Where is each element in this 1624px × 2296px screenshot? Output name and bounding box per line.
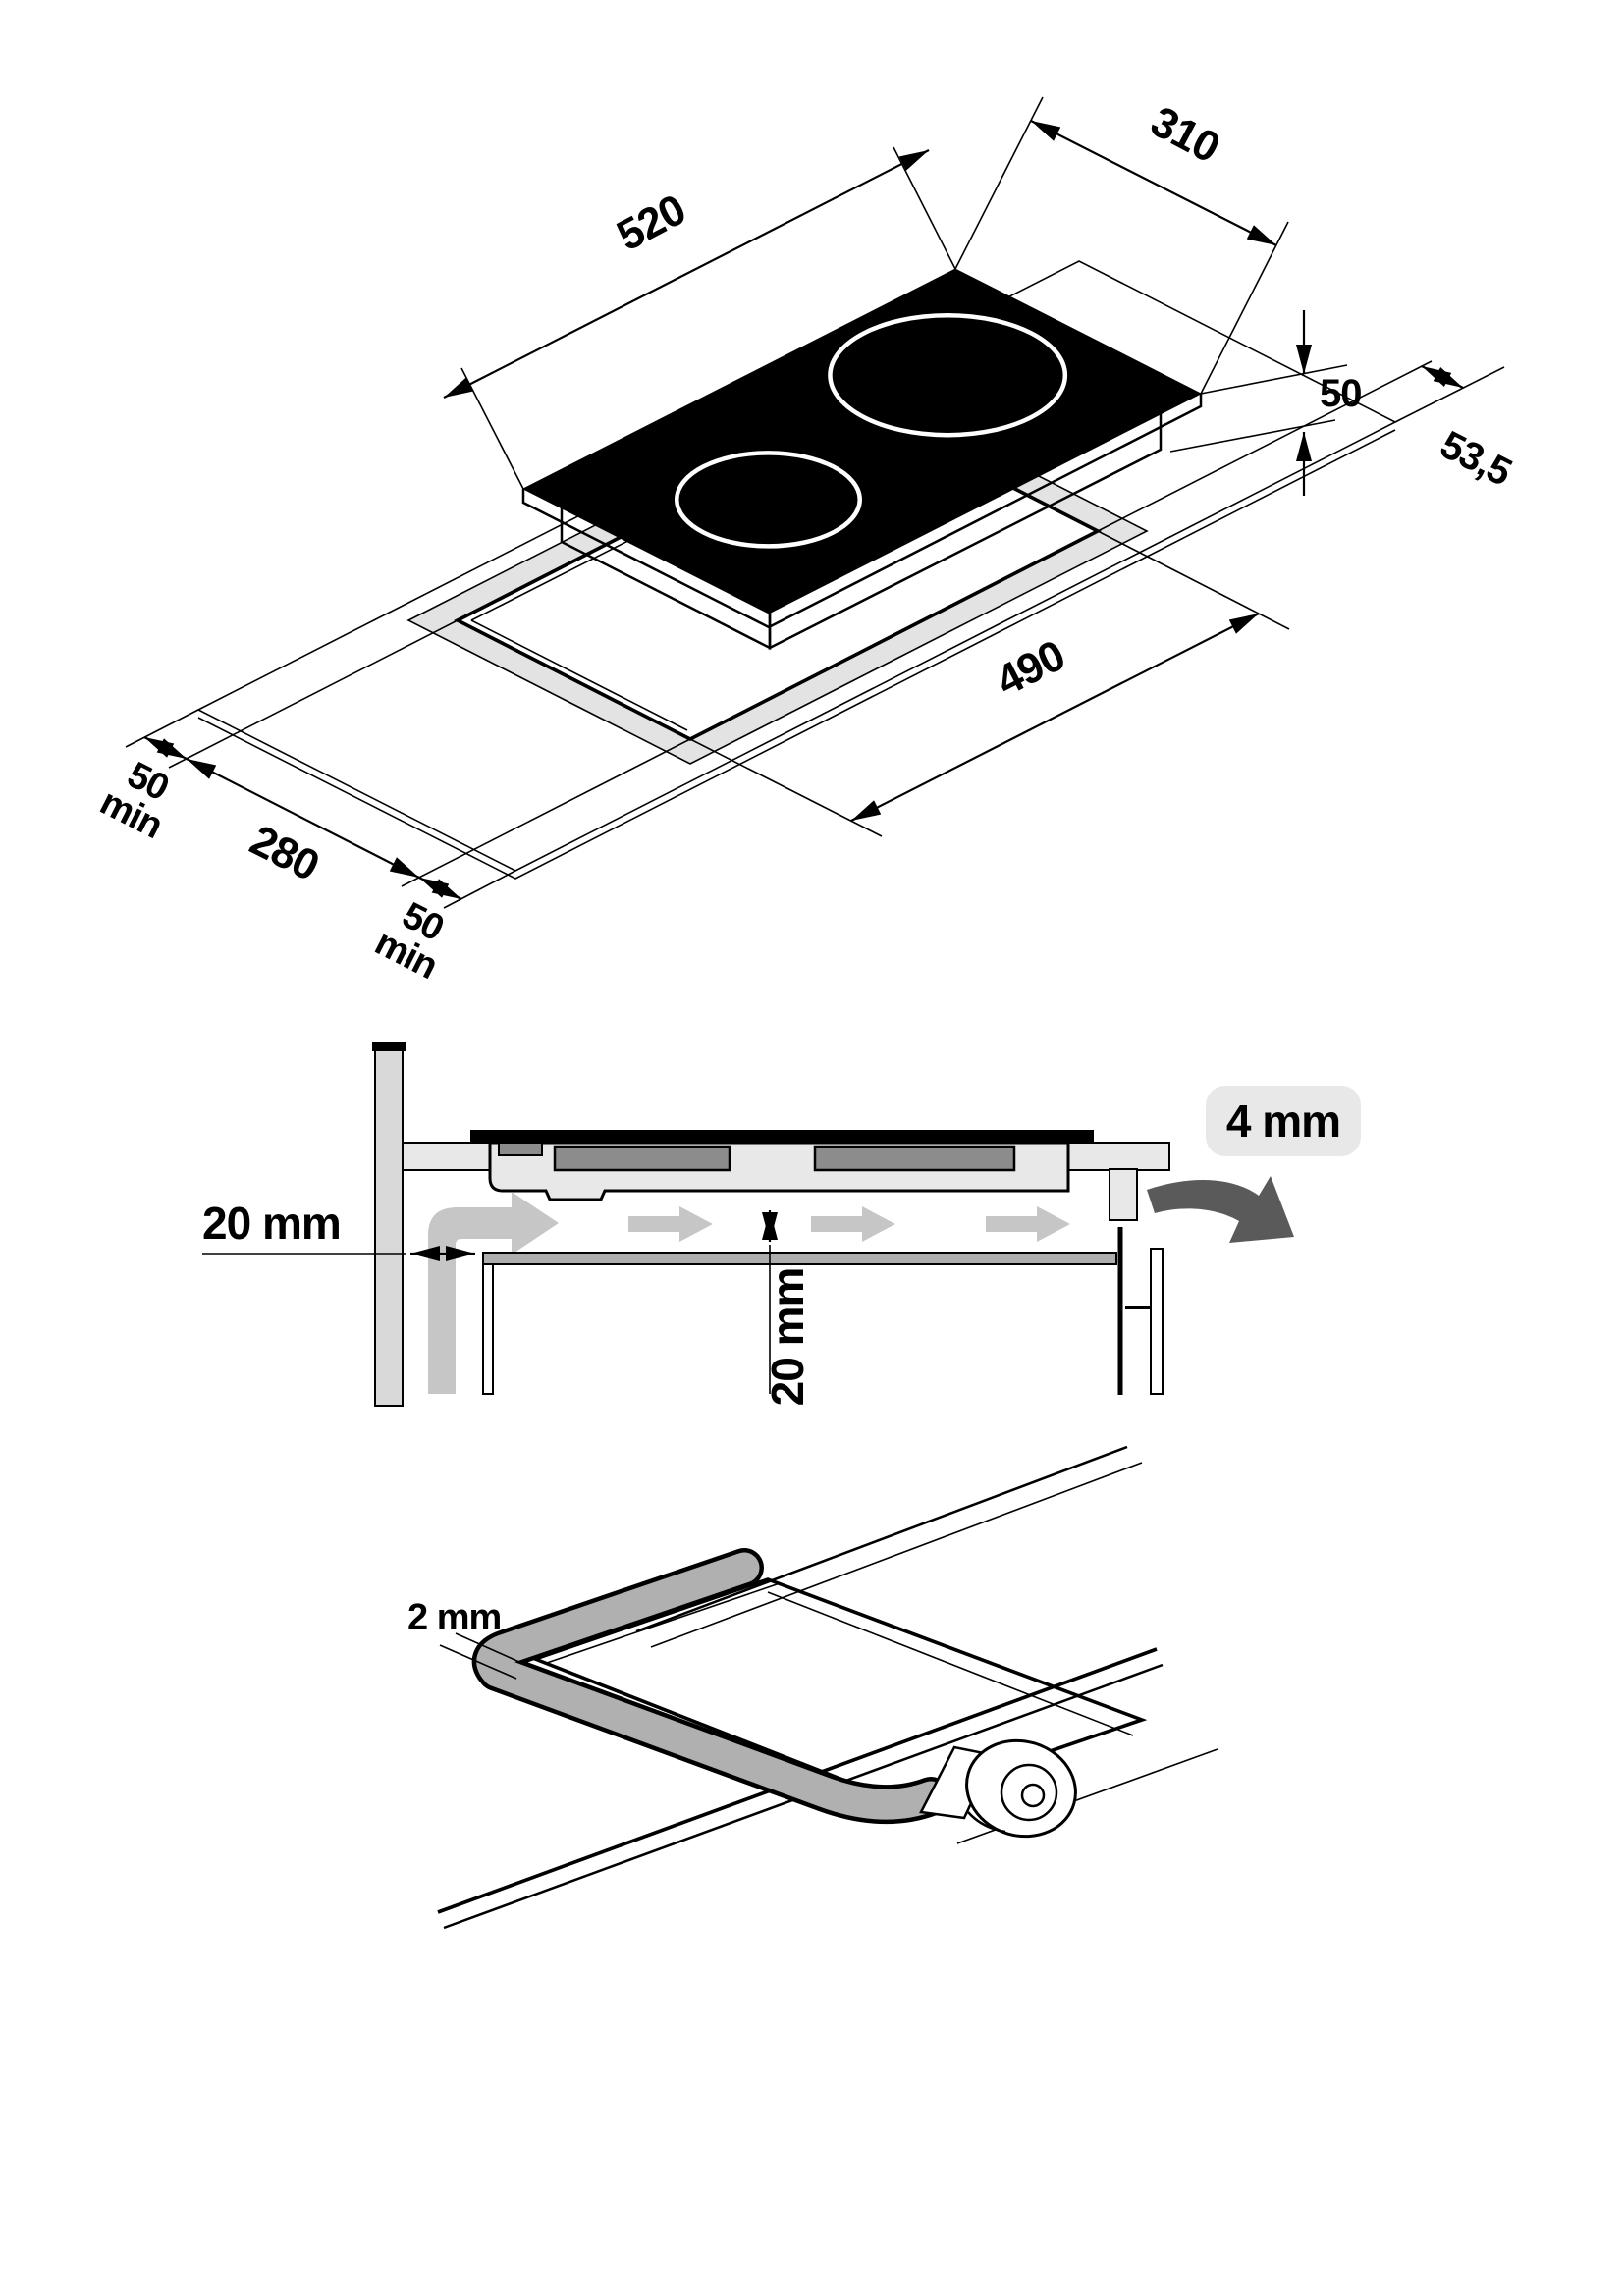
- label-wall-clearance: 20 mm: [202, 1198, 341, 1249]
- tape-roll-core: [1020, 1783, 1046, 1808]
- seal-view: 2 mm: [407, 1445, 1218, 1930]
- seal-tape: [472, 1548, 950, 1825]
- wall-cap: [372, 1042, 406, 1051]
- hob-height-dimension: 50: [1169, 310, 1363, 496]
- cross-section-view: 20 mm 20 mm 4 mm: [202, 1042, 1361, 1407]
- cutout-inner-wall2: [470, 619, 688, 731]
- label-hob-width: 310: [1143, 97, 1226, 172]
- induction-coil-left: [553, 1145, 731, 1172]
- wall: [374, 1045, 404, 1407]
- hob-glass-section: [470, 1130, 1094, 1143]
- label-hob-height: 50: [1320, 372, 1362, 415]
- front-gap-badge: [1206, 1086, 1361, 1156]
- burner-small: [639, 434, 898, 565]
- label-front-gap: 4 mm: [1226, 1095, 1340, 1147]
- cutout-edge-tab: [1109, 1168, 1138, 1221]
- countertop-right: [1066, 1142, 1170, 1171]
- escape-air-arrow-icon: [1147, 1176, 1294, 1243]
- label-hob-length: 520: [610, 186, 693, 260]
- label-vent-clearance: 20 mm: [762, 1268, 813, 1407]
- glass-edge: [522, 404, 1202, 629]
- tape-roll: [919, 1738, 1077, 1839]
- fixing-clamp: [498, 1142, 543, 1156]
- induction-coil-right: [813, 1145, 1016, 1172]
- hob-glass: [521, 268, 1203, 614]
- chain-extension-lines: [125, 619, 691, 909]
- front-gap-callout: 4 mm: [1147, 1086, 1361, 1243]
- tape-roll-underside: [967, 1811, 1006, 1834]
- airflow-arrow-elbow-icon: [428, 1192, 559, 1394]
- airflow-arrow-icon3: [986, 1206, 1070, 1242]
- cabinet-door: [1150, 1248, 1164, 1395]
- label-seal-overhang: 2 mm: [407, 1597, 501, 1638]
- shelf: [482, 1252, 1117, 1265]
- vent-clearance-dimension: 20 mm: [762, 1210, 813, 1406]
- seal-overhang-dimension: 2 mm: [407, 1597, 531, 1680]
- chain-dimension-lines: [143, 736, 462, 900]
- cabinet-side-panel: [482, 1263, 494, 1395]
- airflow-arrows: [428, 1192, 1070, 1394]
- label-cutout-width: 280: [243, 816, 326, 890]
- wall-clearance-dimension: 20 mm: [202, 1198, 475, 1261]
- isometric-view: 50 min 280 50 min 490 53,5: [93, 96, 1518, 988]
- label-rear-clearance: 53,5: [1434, 423, 1518, 495]
- label-cutout-length: 490: [989, 631, 1072, 706]
- airflow-arrow-icon: [628, 1206, 713, 1242]
- airflow-arrow-icon2: [811, 1206, 895, 1242]
- tape-roll-spiral: [1000, 1763, 1058, 1822]
